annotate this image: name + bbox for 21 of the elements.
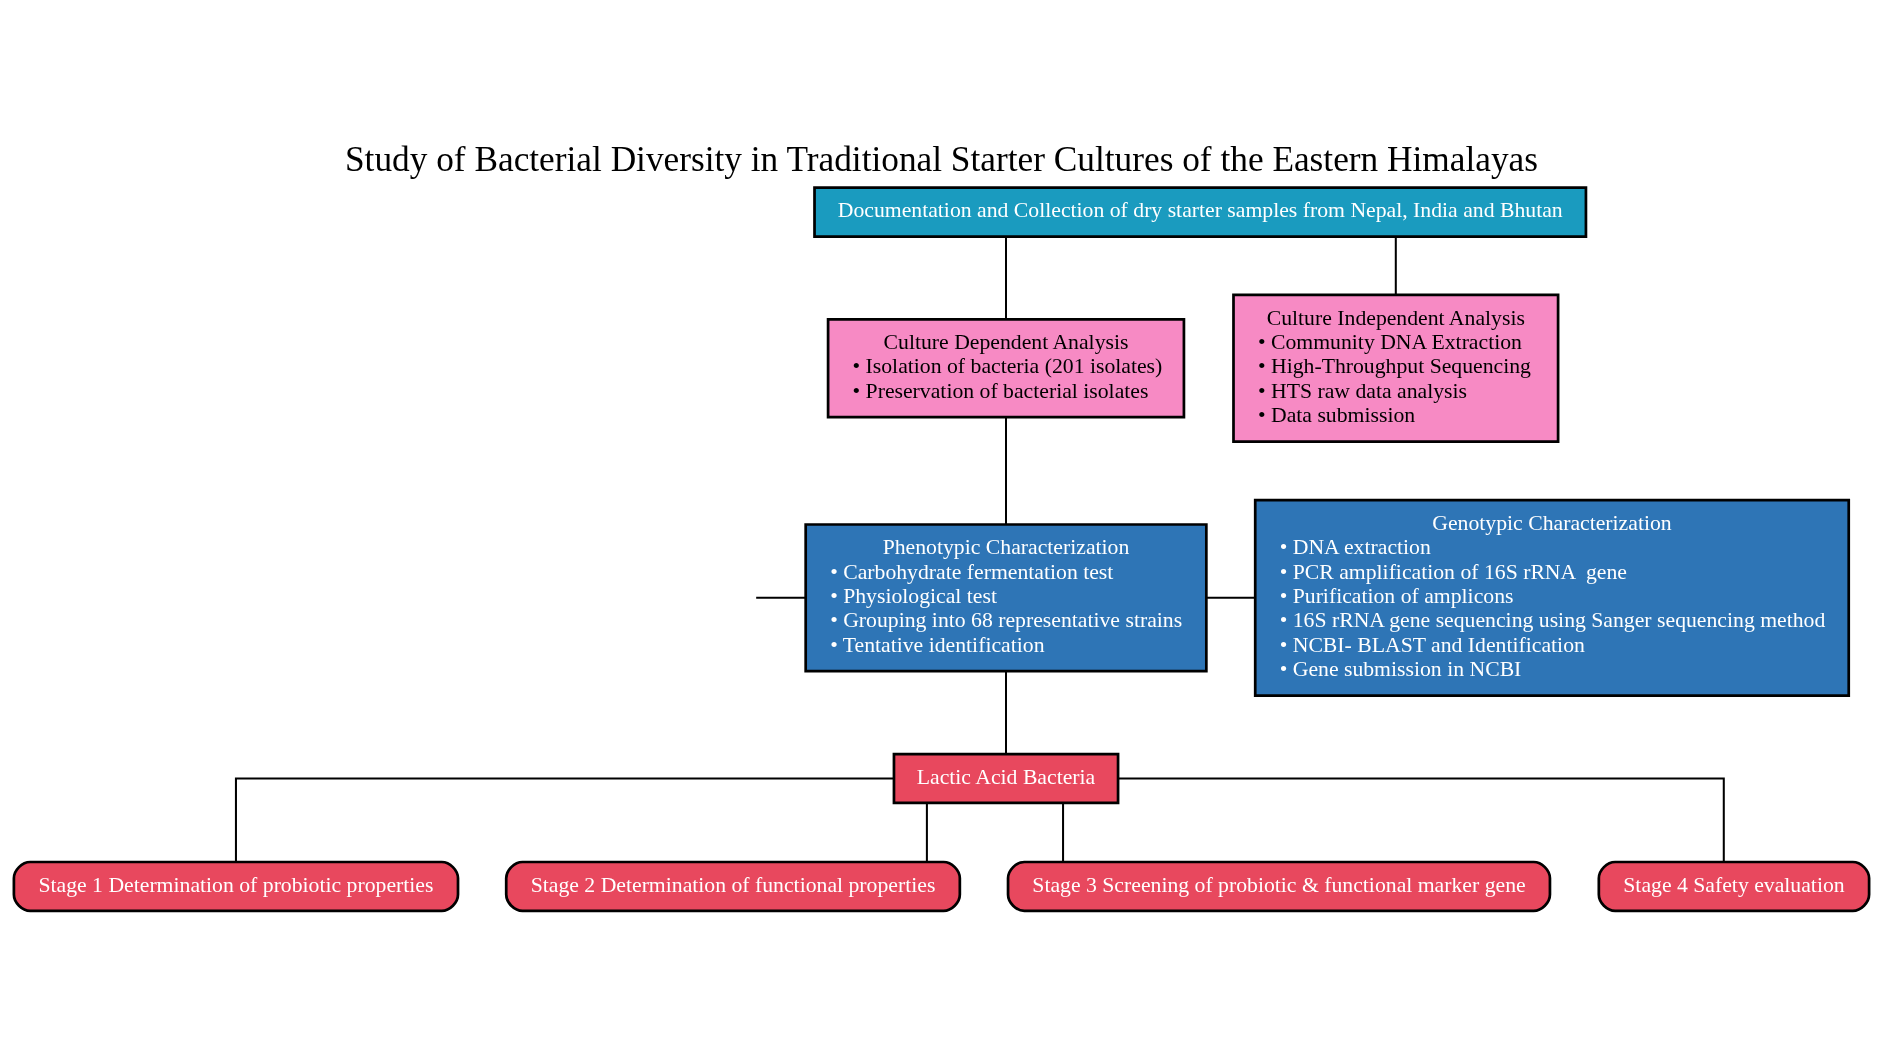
- connector: [234, 777, 894, 862]
- connector: [1005, 417, 1008, 525]
- connector: [756, 596, 806, 599]
- node-box: Stage 3 Screening of probiotic & functional marker gene: [1006, 860, 1552, 913]
- node-box: Culture Independent Analysis • Community DNA Extraction • High-Throughput Sequencing • HTS raw data analysis • Data submission: [1232, 293, 1560, 443]
- connector: [1206, 596, 1255, 599]
- node-box: Phenotypic Characterization • Carbohydrate fermentation test • Physiological test • Grouping into 68 representative strains • Tentative identification: [804, 523, 1208, 673]
- node-box: Lactic Acid Bacteria: [892, 752, 1120, 805]
- node-box: Culture Dependent Analysis • Isolation of bacteria (201 isolates) • Preservation of bacterial isolates: [826, 318, 1186, 419]
- connector: [1005, 236, 1008, 320]
- connector: [1005, 671, 1008, 754]
- connector: [1062, 802, 1065, 862]
- node-box: Documentation and Collection of dry starter samples from Nepal, India and Bhutan: [813, 186, 1588, 238]
- node-box: Genotypic Characterization • DNA extraction • PCR amplification of 16S rRNA gene • Purification of amplicons • 16S rRNA gene sequencing using Sanger sequencing method • NCBI- BLAST and Identification • Gene submission in NCBI: [1253, 498, 1851, 697]
- node-box: Stage 4 Safety evaluation: [1597, 860, 1871, 913]
- node-box: Stage 2 Determination of functional properties: [504, 860, 962, 913]
- connector: [925, 802, 928, 862]
- node-box: Stage 1 Determination of probiotic properties: [12, 860, 460, 913]
- connector: [1394, 236, 1397, 295]
- diagram-title: Study of Bacterial Diversity in Traditional Starter Cultures of the Eastern Himalayas: [345, 140, 1538, 180]
- connector: [1118, 777, 1725, 862]
